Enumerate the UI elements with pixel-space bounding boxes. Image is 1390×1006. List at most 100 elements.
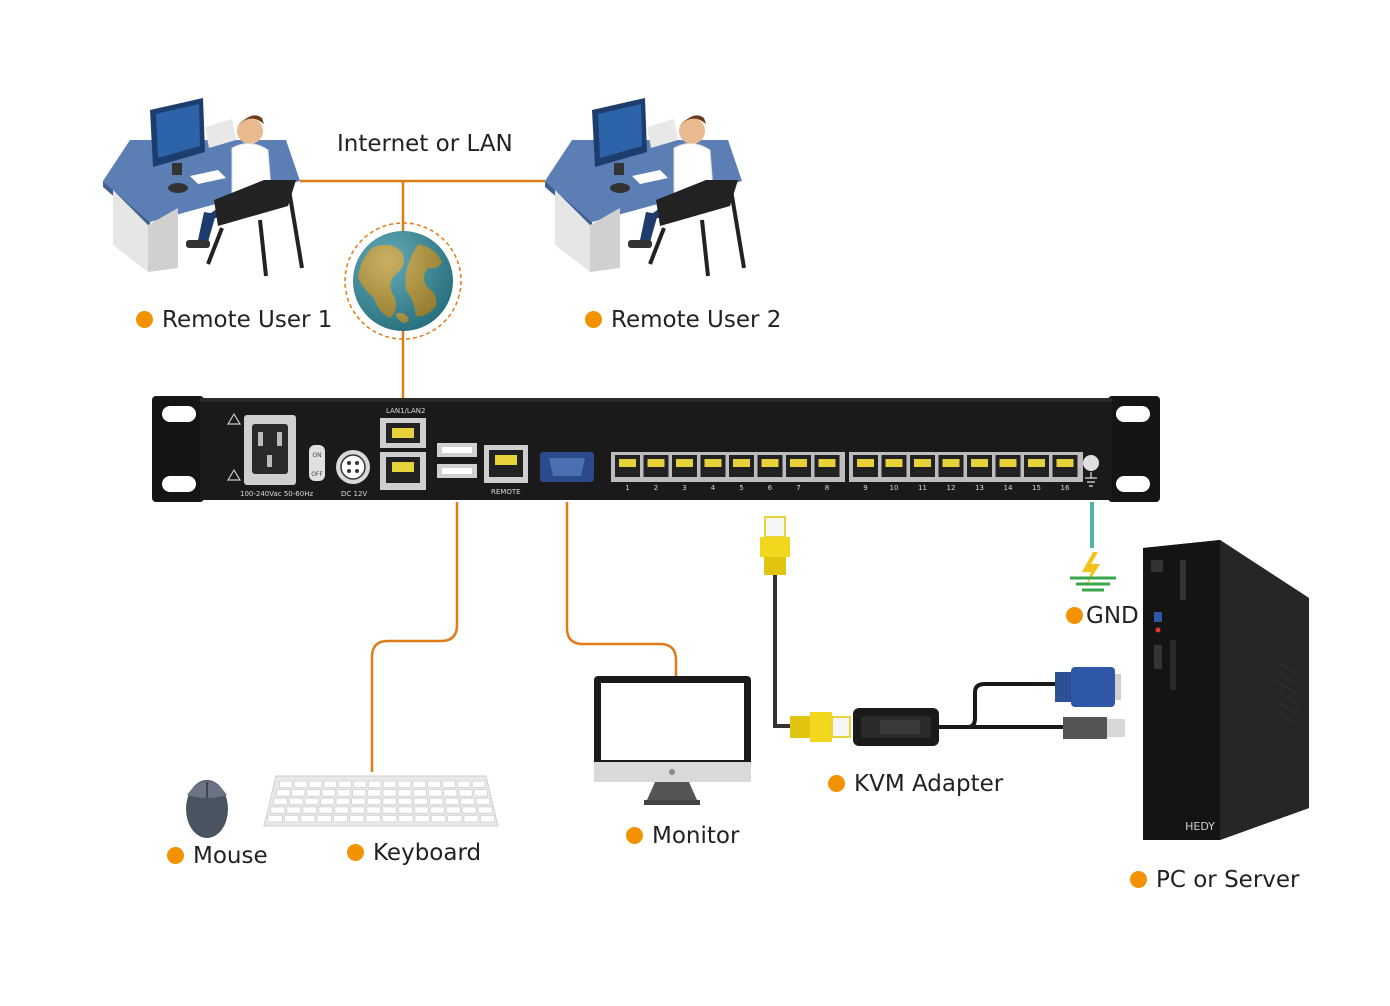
kvm-adapter-assembly xyxy=(760,516,1125,746)
keyboard-key xyxy=(382,789,397,797)
keyboard-key xyxy=(382,780,397,788)
port-number-label: 10 xyxy=(890,484,899,492)
power-rating-label: 100-240Vac 50-60Hz xyxy=(240,490,313,498)
computer-port-contacts xyxy=(971,459,988,467)
remote-user-1-text: Remote User 1 xyxy=(162,307,333,333)
remote-port xyxy=(484,445,528,483)
keyboard-key xyxy=(442,780,456,788)
right-rack-ear xyxy=(1108,396,1160,502)
monitor-cable xyxy=(565,502,678,676)
computer-port-contacts xyxy=(885,459,903,467)
warning-icon xyxy=(226,412,242,425)
keyboard-key xyxy=(447,815,463,823)
keyboard-key xyxy=(352,789,367,797)
keyboard-key xyxy=(278,780,293,788)
keyboard-key xyxy=(397,780,412,788)
keyboard-key xyxy=(351,797,366,806)
bullet-dot-icon xyxy=(1130,871,1147,888)
mouse-label: Mouse xyxy=(167,843,268,869)
ground-screw xyxy=(1083,455,1099,471)
keyboard-key xyxy=(334,806,350,814)
keyboard-key xyxy=(353,780,367,788)
keyboard-key xyxy=(367,789,382,797)
network-label: Internet or LAN xyxy=(337,131,513,157)
keyboard-key xyxy=(445,806,461,814)
mouse-icon xyxy=(186,780,228,838)
bullet-dot-icon xyxy=(1066,607,1083,624)
left-rack-ear xyxy=(152,396,204,502)
keyboard-key xyxy=(336,789,351,797)
keyboard-key xyxy=(473,789,488,797)
keyboard-key xyxy=(397,789,412,797)
pc-text: PC or Server xyxy=(1156,867,1300,893)
keyboard-key xyxy=(306,789,321,797)
keyboard-key xyxy=(291,789,306,797)
keyboard-key xyxy=(460,797,475,806)
keyboard-key xyxy=(283,815,300,823)
computer-port-contacts xyxy=(857,459,874,467)
keyboard-key xyxy=(382,806,397,814)
keyboard-key xyxy=(461,806,477,814)
keyboard-key xyxy=(458,789,473,797)
switch-on-label: ON xyxy=(312,452,321,459)
kvm-adapter-label: KVM Adapter xyxy=(828,771,1003,797)
usb-ports xyxy=(437,443,477,478)
keyboard-key xyxy=(443,789,458,797)
keyboard-key xyxy=(270,806,286,814)
keyboard-key xyxy=(366,797,382,806)
keyboard-key xyxy=(350,806,365,814)
computer-port-contacts xyxy=(733,459,750,467)
computer-port-contacts xyxy=(790,459,807,467)
lan-ports-label: LAN1/LAN2 xyxy=(386,407,425,415)
monitor-text: Monitor xyxy=(652,823,740,849)
remote-user-2-label: Remote User 2 xyxy=(585,307,781,333)
keyboard-text: Keyboard xyxy=(373,840,482,866)
keyboard-key xyxy=(398,806,413,814)
computer-port-contacts xyxy=(704,459,722,467)
keyboard-key xyxy=(463,815,479,823)
pc-brand-logo: HEDY xyxy=(1185,820,1215,833)
keyboard-key xyxy=(429,806,445,814)
keyboard-key xyxy=(267,815,283,823)
port-number-label: 4 xyxy=(711,484,716,492)
power-toggle-switch: ON OFF xyxy=(309,445,325,481)
keyboard-cable xyxy=(370,502,459,772)
computer-port-contacts xyxy=(942,459,960,467)
keyboard-key xyxy=(338,780,352,788)
keyboard-key xyxy=(429,797,444,806)
port-number-label: 9 xyxy=(863,484,867,492)
keyboard-key xyxy=(332,815,349,823)
keyboard-icon xyxy=(263,775,499,827)
keyboard-key xyxy=(479,815,496,823)
keyboard-key xyxy=(316,815,332,823)
computer-port-contacts xyxy=(761,459,779,467)
keyboard-key xyxy=(382,797,397,806)
computer-port-contacts xyxy=(676,459,693,467)
keyboard-key xyxy=(367,780,382,788)
dc-power-jack xyxy=(336,450,370,484)
vga-port xyxy=(540,452,594,482)
computer-port-contacts xyxy=(1056,459,1074,467)
gnd-label: GND xyxy=(1066,603,1139,629)
keyboard-key xyxy=(323,780,338,788)
monitor-icon xyxy=(594,676,751,805)
keyboard-key xyxy=(286,806,302,814)
gnd-text: GND xyxy=(1086,603,1139,629)
bullet-dot-icon xyxy=(626,827,643,844)
keyboard-key xyxy=(412,789,427,797)
warning-icon xyxy=(226,468,242,481)
port-number-label: 7 xyxy=(796,484,800,492)
keyboard-key xyxy=(273,797,288,806)
keyboard-key xyxy=(302,806,318,814)
keyboard-key xyxy=(444,797,460,806)
port-number-label: 12 xyxy=(947,484,956,492)
port-number-label: 8 xyxy=(825,484,829,492)
remote-user-2-workstation xyxy=(545,98,746,277)
bullet-dot-icon xyxy=(828,775,845,792)
mouse-text: Mouse xyxy=(193,843,268,869)
computer-port-contacts xyxy=(914,459,931,467)
keyboard-key xyxy=(477,806,493,814)
ground-icon xyxy=(1070,552,1116,592)
computer-port-contacts xyxy=(619,459,636,467)
